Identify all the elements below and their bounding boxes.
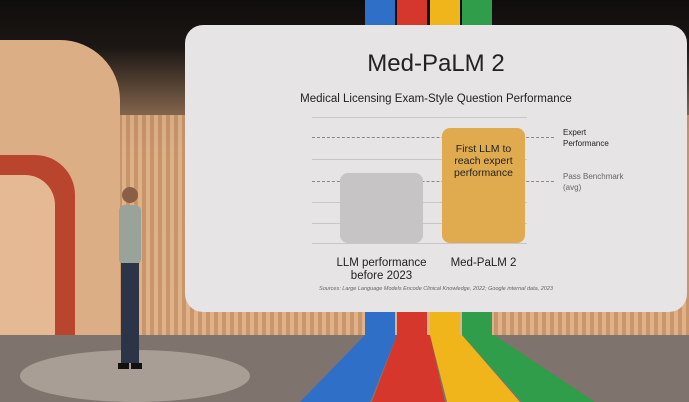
chart-title: Medical Licensing Exam-Style Question Pe…	[300, 93, 572, 105]
floor-stripes	[300, 335, 595, 402]
pass-reference-line	[312, 181, 554, 182]
presenter	[118, 187, 142, 369]
expert-reference-line	[312, 137, 554, 138]
bar-annotation: First LLM to reach expert performance	[454, 143, 513, 179]
presentation-screen	[185, 25, 687, 312]
gridline	[312, 117, 527, 118]
arch-inner	[0, 175, 55, 340]
bar-llm-before-2023	[340, 172, 423, 243]
bar-med-palm-2	[442, 127, 525, 243]
gridline	[312, 159, 527, 160]
sources-text: Sources: Large Language Models Encode Cl…	[319, 286, 553, 292]
expert-label: Expert Performance	[563, 128, 609, 148]
category-label: Med-PaLM 2	[450, 257, 517, 269]
category-label: LLM performance before 2023	[336, 257, 427, 282]
pass-label: Pass Benchmark (avg)	[563, 172, 624, 192]
gridline	[312, 243, 527, 244]
slide-title: Med-PaLM 2	[367, 50, 505, 77]
